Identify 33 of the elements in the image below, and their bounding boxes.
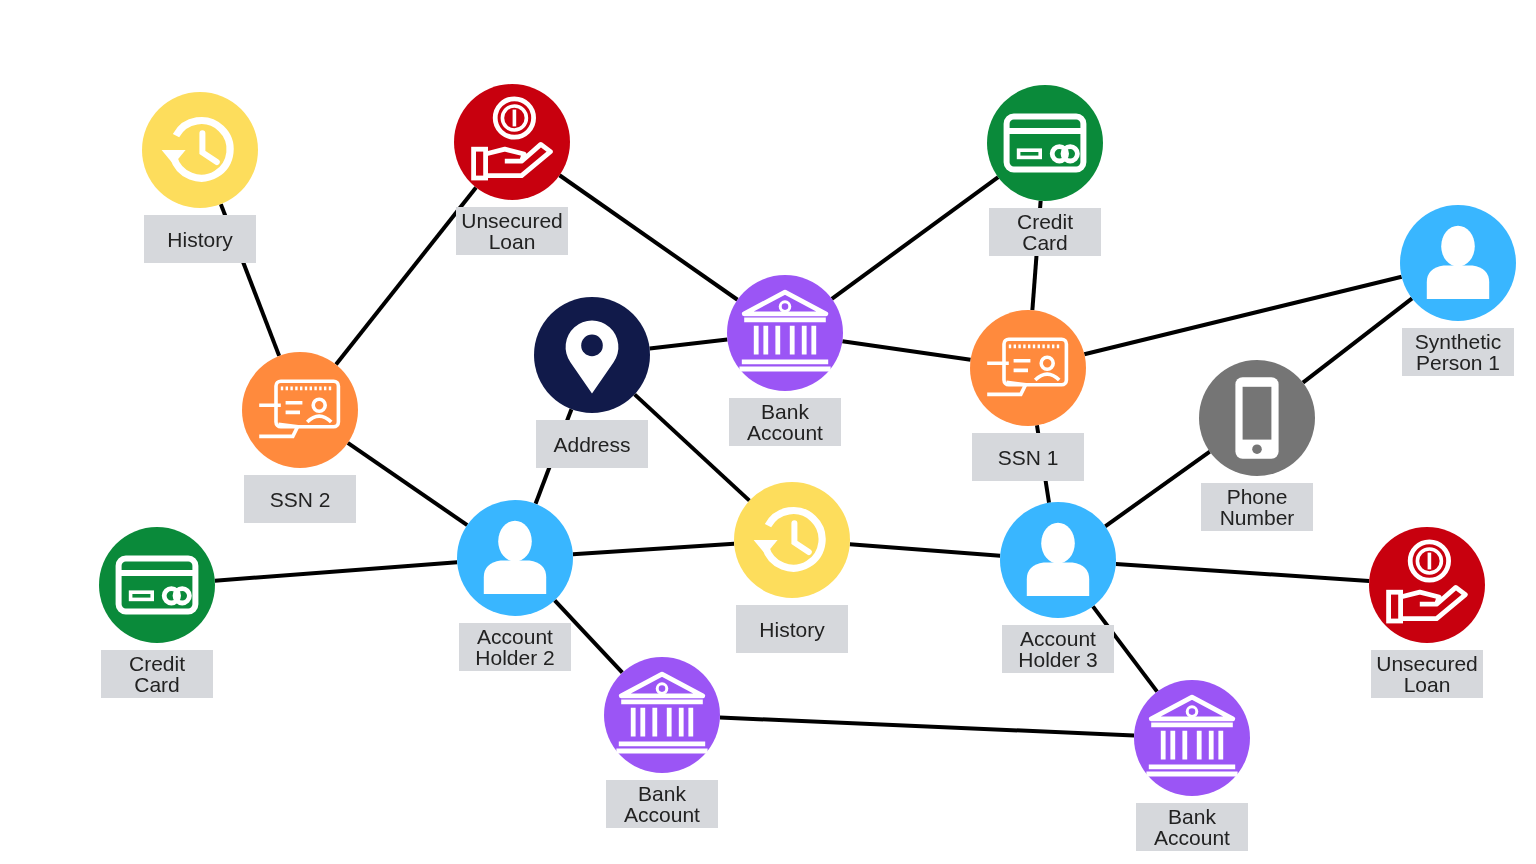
connector-line <box>553 598 624 675</box>
node-label: Phone Number <box>1201 483 1313 531</box>
node-label: Unsecured Loan <box>1371 650 1483 698</box>
connector-line <box>649 337 728 351</box>
node-label: Account Holder 3 <box>1002 625 1114 673</box>
connector-line <box>214 560 458 583</box>
connector-line <box>849 542 1001 558</box>
connector-line <box>1115 561 1370 584</box>
node-label: Credit Card <box>101 650 213 698</box>
node-label: Bank Account <box>1136 803 1248 851</box>
connector-line <box>1083 274 1403 357</box>
node-label: Credit Card <box>989 208 1101 256</box>
node-label: SSN 1 <box>972 433 1084 481</box>
connector-line <box>633 392 751 503</box>
connector-line <box>334 186 478 366</box>
connector-line <box>572 541 735 557</box>
node-label: Bank Account <box>606 780 718 828</box>
connector-line <box>842 339 971 362</box>
node-label: Unsecured Loan <box>456 207 568 255</box>
node-label: Account Holder 2 <box>459 623 571 671</box>
connector-line <box>719 715 1135 738</box>
node-label: Bank Account <box>729 398 841 446</box>
connector-line <box>1104 450 1211 528</box>
connector-line <box>1301 296 1414 385</box>
connector-line <box>558 173 739 302</box>
node-label: History <box>736 605 848 653</box>
node-label: SSN 2 <box>244 475 356 523</box>
connector-line <box>1091 605 1159 693</box>
node-label: Synthetic Person 1 <box>1402 328 1514 376</box>
node-label: Address <box>536 420 648 468</box>
connector-line <box>830 175 1000 301</box>
node-label: History <box>144 215 256 263</box>
connector-line <box>346 441 469 527</box>
